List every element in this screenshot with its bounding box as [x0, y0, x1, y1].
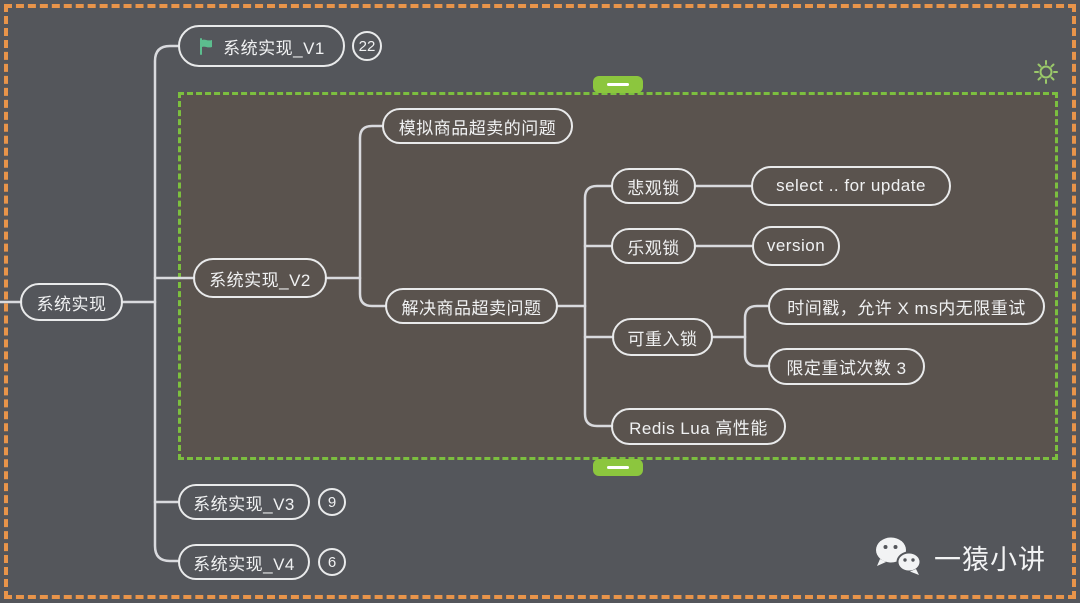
node-label: 时间戳，允许 X ms内无限重试	[787, 299, 1026, 318]
node-select-for-update[interactable]: select .. for update	[751, 166, 951, 206]
badge-count: 22	[358, 37, 376, 55]
node-label: 系统实现_V1	[223, 38, 325, 58]
node-v4[interactable]: 系统实现_V4	[178, 544, 310, 580]
minus-icon	[607, 83, 629, 86]
badge-count: 9	[327, 493, 337, 511]
node-label: 系统实现_V3	[193, 494, 295, 514]
node-label: 解决商品超卖问题	[401, 298, 542, 318]
node-label: 乐观锁	[627, 238, 680, 258]
node-limited-retry[interactable]: 限定重试次数 3	[768, 348, 925, 385]
selection-handle-top[interactable]	[593, 76, 643, 93]
node-label: 可重入锁	[627, 329, 698, 349]
collapse-badge-v1[interactable]: 22	[352, 31, 382, 61]
node-label: 系统实现	[36, 294, 107, 314]
node-v1[interactable]: 系统实现_V1	[178, 25, 345, 67]
node-simulate-oversell[interactable]: 模拟商品超卖的问题	[382, 108, 573, 144]
node-redis-lua[interactable]: Redis Lua 高性能	[611, 408, 786, 445]
watermark-text: 一猿小讲	[934, 544, 1046, 575]
lightbulb-icon	[1031, 57, 1061, 92]
node-label: select .. for update	[776, 176, 926, 195]
node-label: 限定重试次数 3	[786, 359, 907, 378]
wechat-icon	[872, 535, 924, 579]
collapse-badge-v4[interactable]: 6	[318, 548, 346, 576]
node-solve-oversell[interactable]: 解决商品超卖问题	[385, 288, 558, 324]
node-label: Redis Lua 高性能	[629, 419, 768, 438]
node-timestamp-retry[interactable]: 时间戳，允许 X ms内无限重试	[768, 288, 1045, 325]
watermark: 一猿小讲	[872, 535, 1046, 579]
flag-icon	[198, 37, 215, 55]
node-label: 系统实现_V2	[209, 270, 311, 290]
node-root[interactable]: 系统实现	[20, 283, 123, 321]
node-reentrant-lock[interactable]: 可重入锁	[612, 318, 713, 356]
node-v2[interactable]: 系统实现_V2	[193, 258, 327, 298]
node-version[interactable]: version	[752, 226, 840, 266]
node-v3[interactable]: 系统实现_V3	[178, 484, 310, 520]
node-pessimistic-lock[interactable]: 悲观锁	[611, 168, 696, 204]
node-label: 模拟商品超卖的问题	[398, 118, 557, 138]
collapse-badge-v3[interactable]: 9	[318, 488, 346, 516]
node-optimistic-lock[interactable]: 乐观锁	[611, 228, 696, 264]
node-label: 悲观锁	[627, 178, 680, 198]
minus-icon	[607, 466, 629, 469]
node-label: 系统实现_V4	[193, 554, 295, 574]
selection-handle-bottom[interactable]	[593, 459, 643, 476]
node-label: version	[766, 236, 826, 255]
badge-count: 6	[327, 553, 337, 571]
